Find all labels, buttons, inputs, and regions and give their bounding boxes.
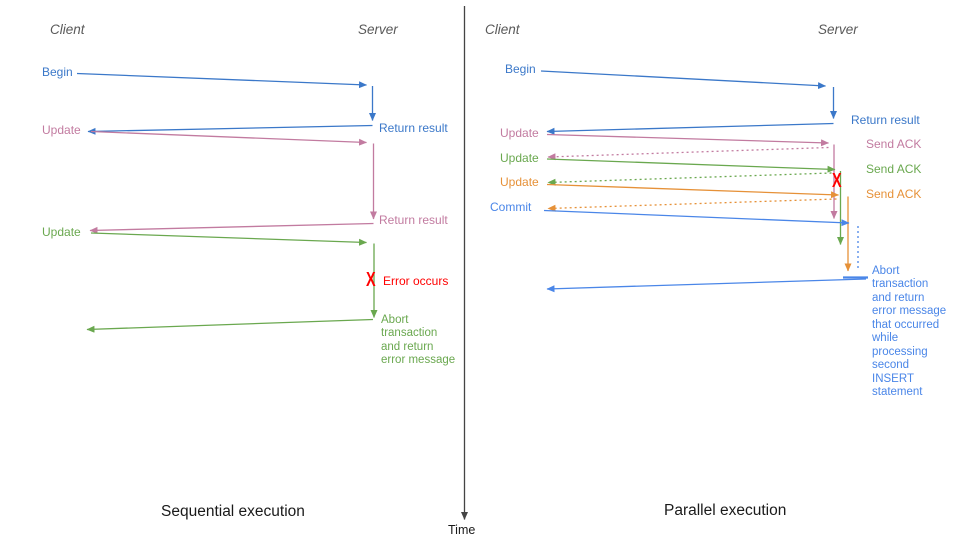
left-update1-label: Update	[42, 123, 81, 137]
right-abort-message: Abort transaction and return error messa…	[872, 264, 947, 399]
left-begin-flow	[76, 72, 376, 135]
right-send-ack2-label: Send ACK	[866, 161, 922, 176]
right-update3-label: Update	[500, 175, 539, 189]
send-ack-arrow	[547, 172, 832, 186]
left-return-result-label: Return result	[379, 120, 448, 135]
right-begin-label: Begin	[505, 62, 536, 76]
right-send-ack1-label: Send ACK	[866, 136, 922, 151]
commit-request-arrow	[543, 209, 850, 227]
right-caption: Parallel execution	[664, 502, 787, 519]
update-request-arrow	[546, 158, 836, 173]
right-update2-label: Update	[500, 150, 539, 165]
right-update1-label: Update	[500, 126, 539, 140]
left-client-label: Client	[50, 22, 85, 37]
left-begin-label: Begin	[42, 64, 73, 79]
return-result-arrow	[546, 122, 834, 135]
begin-request-arrow	[540, 70, 826, 90]
abort-return-arrow	[86, 318, 374, 333]
left-server-label: Server	[358, 22, 398, 37]
left-update2-label: Update	[42, 225, 81, 239]
right-update3-flow	[546, 183, 852, 272]
left-caption: Sequential execution	[161, 503, 305, 520]
abort-return-arrow	[546, 278, 867, 293]
right-return-result-label: Return result	[851, 113, 920, 127]
left-return-result2-label: Return result	[379, 213, 448, 227]
right-commit-flow	[543, 209, 868, 293]
left-update2-flow	[86, 232, 378, 333]
update-request-arrow	[90, 232, 367, 246]
update-request-arrow	[546, 183, 839, 199]
right-server-label: Server	[818, 22, 858, 37]
right-update1-flow	[546, 133, 838, 219]
left-error-occurs-label: Error occurs	[383, 273, 449, 288]
right-client-label: Client	[485, 22, 520, 37]
right-update2-flow	[546, 158, 844, 245]
left-update1-flow	[89, 130, 377, 234]
right-begin-flow	[540, 70, 837, 135]
right-send-ack3-label: Send ACK	[866, 186, 922, 201]
send-ack-arrow	[547, 198, 837, 212]
left-error-x-icon: X	[366, 269, 376, 291]
right-error-x-icon: X	[832, 170, 842, 192]
return-result-arrow	[89, 222, 374, 234]
right-commit-label: Commit	[490, 200, 532, 214]
send-ack-arrow	[547, 146, 829, 161]
left-abort-message: Abort transaction and return error messa…	[381, 313, 456, 367]
time-axis-label: Time	[448, 523, 476, 537]
update-request-arrow	[90, 130, 367, 146]
return-result-arrow	[87, 124, 373, 135]
begin-request-arrow	[76, 72, 367, 89]
update-request-arrow	[546, 133, 829, 147]
